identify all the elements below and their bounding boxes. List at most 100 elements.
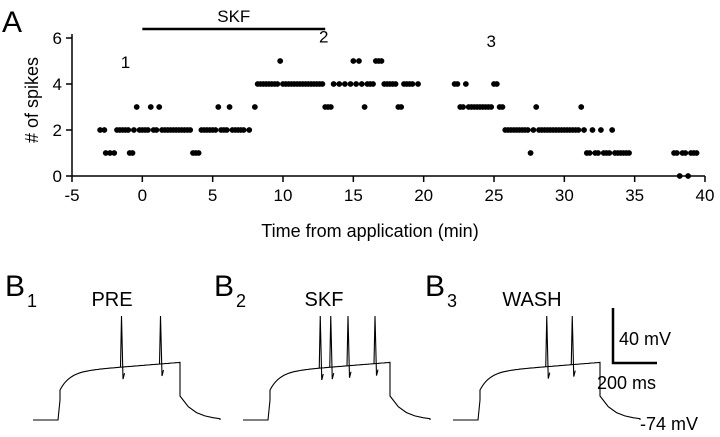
- scale-time-label: 200 ms: [597, 373, 656, 393]
- data-point: [682, 150, 689, 156]
- data-point: [606, 150, 613, 156]
- data-point: [336, 81, 343, 87]
- data-point: [676, 173, 683, 179]
- data-point: [212, 127, 219, 133]
- data-point: [693, 150, 700, 156]
- y-tick-label: 6: [53, 29, 62, 48]
- panel-subscript: 3: [447, 291, 457, 311]
- data-point: [97, 127, 104, 133]
- data-point: [378, 58, 385, 64]
- data-point: [626, 150, 632, 156]
- data-point: [226, 104, 233, 110]
- panel-subscript: 1: [27, 291, 37, 311]
- data-point: [524, 127, 531, 133]
- trace-panel: [453, 315, 641, 421]
- annotation-label: 1: [121, 53, 130, 72]
- data-points: [97, 58, 700, 179]
- data-point: [460, 104, 466, 110]
- x-tick-label: 10: [274, 186, 293, 205]
- data-point: [530, 127, 537, 133]
- data-point: [488, 104, 495, 110]
- data-point: [251, 104, 258, 110]
- data-point: [398, 104, 405, 110]
- data-point: [223, 127, 230, 133]
- y-axis-label: # of spikes: [22, 57, 42, 143]
- data-point: [578, 104, 585, 110]
- data-point: [156, 104, 163, 110]
- data-point: [493, 81, 500, 87]
- scale-bar-lines: [611, 308, 657, 365]
- panel-letter: B: [214, 270, 234, 303]
- data-point: [533, 104, 540, 110]
- data-point: [347, 81, 354, 87]
- condition-label: PRE: [91, 289, 132, 311]
- data-point: [130, 127, 137, 133]
- action-potential: [346, 315, 352, 378]
- drug-bar: SKF: [142, 7, 326, 31]
- data-point: [125, 127, 132, 133]
- x-tick-label: -5: [64, 186, 79, 205]
- action-potential: [318, 315, 324, 381]
- condition-label: SKF: [305, 289, 344, 311]
- data-point: [330, 81, 337, 87]
- data-point: [581, 127, 587, 133]
- data-point: [353, 81, 360, 87]
- data-point: [195, 150, 202, 156]
- drug-bar-label: SKF: [217, 7, 250, 26]
- data-point: [102, 150, 109, 156]
- y-tick-label: 2: [53, 121, 62, 140]
- x-tick-label: 35: [625, 186, 644, 205]
- data-point: [277, 58, 284, 64]
- data-point: [609, 127, 616, 133]
- data-point: [361, 104, 368, 110]
- y-tick-label: 4: [53, 75, 62, 94]
- data-point: [153, 127, 160, 133]
- data-point: [415, 81, 421, 87]
- action-potential: [545, 315, 551, 379]
- data-point: [673, 150, 680, 156]
- data-point: [101, 127, 108, 133]
- data-point: [147, 104, 154, 110]
- panel-subscript: 2: [236, 291, 246, 311]
- panel-letter: B: [425, 270, 445, 303]
- data-point: [454, 81, 461, 87]
- data-point: [111, 150, 118, 156]
- data-point: [356, 58, 362, 64]
- data-point: [341, 81, 348, 87]
- data-point: [595, 150, 601, 156]
- action-potential: [329, 315, 335, 380]
- data-point: [129, 150, 136, 156]
- x-tick-label: 40: [696, 186, 715, 205]
- data-point: [145, 127, 151, 133]
- data-point: [685, 173, 692, 179]
- action-potential: [570, 315, 576, 377]
- data-point: [107, 150, 113, 156]
- action-potential: [373, 315, 379, 376]
- x-tick-label: 5: [208, 186, 217, 205]
- x-axis-label: Time from application (min): [261, 221, 478, 241]
- data-point: [370, 81, 376, 87]
- trace-panel: [33, 315, 221, 421]
- data-point: [499, 104, 506, 110]
- data-point: [133, 104, 140, 110]
- data-point: [598, 127, 604, 133]
- data-point: [215, 104, 222, 110]
- y-tick-label: 0: [53, 167, 62, 186]
- condition-label: WASH: [502, 289, 561, 311]
- x-tick-label: 15: [344, 186, 363, 205]
- data-point: [358, 81, 365, 87]
- panel-letter: B: [5, 270, 25, 303]
- annotation-label: 3: [486, 32, 495, 51]
- data-point: [409, 81, 416, 87]
- baseline-label: -74 mV: [640, 414, 698, 434]
- trace-panel: [243, 315, 431, 421]
- data-point: [586, 150, 593, 156]
- data-point: [350, 58, 357, 64]
- data-point: [319, 81, 326, 87]
- data-point: [246, 127, 253, 133]
